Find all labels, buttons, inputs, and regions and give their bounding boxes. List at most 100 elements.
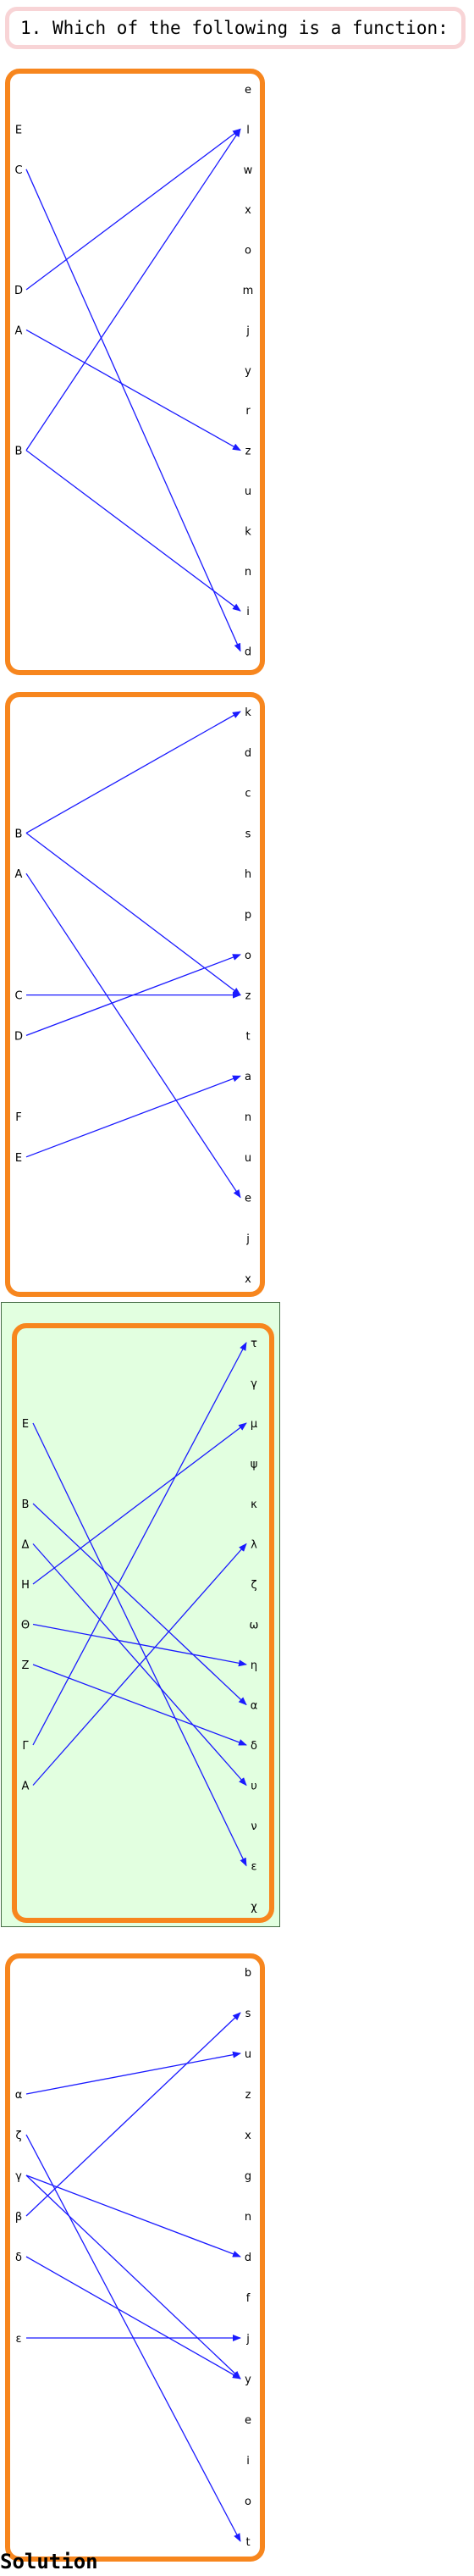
codomain-label: i	[246, 2455, 250, 2468]
codomain-label: j	[245, 1233, 250, 1245]
codomain-label: g	[245, 2170, 251, 2183]
codomain-label: e	[245, 1193, 251, 1205]
codomain-label: o	[245, 245, 251, 258]
mapping-arrow	[25, 450, 241, 612]
mapping-arrow	[25, 832, 241, 996]
codomain-label: j	[245, 324, 250, 337]
codomain-label: h	[245, 868, 251, 881]
codomain-label: u	[245, 1152, 251, 1165]
codomain-label: t	[245, 2536, 250, 2549]
codomain-label: λ	[251, 1539, 257, 1552]
domain-label: A	[15, 868, 23, 881]
domain-label: Δ	[22, 1539, 30, 1552]
domain-label: γ	[15, 2170, 22, 2183]
domain-label: F	[15, 1111, 21, 1124]
codomain-label: ω	[250, 1620, 259, 1632]
mapping-arrow	[25, 2174, 241, 2379]
codomain-label: o	[245, 950, 251, 962]
domain-label: Α	[22, 1781, 30, 1793]
codomain-label: δ	[251, 1740, 257, 1753]
codomain-label: t	[245, 1030, 250, 1043]
codomain-label: s	[245, 2008, 251, 2020]
domain-label: Ε	[22, 1418, 29, 1431]
codomain-label: μ	[251, 1418, 257, 1431]
codomain-label: n	[245, 566, 251, 579]
domain-label: α	[15, 2089, 23, 2102]
codomain-label: w	[244, 164, 253, 177]
domain-label: E	[15, 1152, 22, 1165]
mapping-arrow	[25, 954, 241, 1037]
question-number: 1.	[20, 18, 42, 38]
mapping-arrow	[25, 128, 241, 291]
domain-label: β	[15, 2211, 22, 2224]
codomain-label: p	[245, 909, 251, 922]
codomain-label: ν	[251, 1820, 256, 1833]
mapping-arrow	[32, 1664, 247, 1746]
codomain-label: e	[245, 2414, 251, 2427]
option-frame	[12, 1323, 274, 1923]
codomain-label: k	[245, 525, 251, 538]
option-frame	[5, 1953, 265, 2562]
codomain-label: u	[245, 485, 251, 498]
domain-label: E	[15, 124, 22, 136]
question-text: Which of the following is a function:	[52, 18, 449, 38]
codomain-label: d	[245, 646, 251, 659]
domain-label: B	[15, 446, 23, 458]
domain-label: C	[14, 990, 22, 1003]
solution-label: Solution	[0, 2550, 98, 2573]
mapping-arrow	[25, 2256, 241, 2379]
codomain-label: y	[245, 365, 251, 378]
codomain-label: i	[246, 606, 250, 618]
codomain-label: x	[245, 1273, 251, 1286]
mapping-arrow	[25, 2174, 241, 2257]
domain-label: B	[15, 828, 23, 840]
domain-label: D	[14, 1030, 23, 1043]
codomain-label: η	[251, 1659, 257, 1672]
option-frame	[5, 692, 265, 1297]
codomain-label: κ	[251, 1499, 257, 1511]
domain-label: D	[14, 285, 23, 297]
mapping-arrow	[25, 2012, 241, 2217]
codomain-label: o	[245, 2496, 251, 2508]
codomain-label: s	[245, 828, 251, 840]
codomain-label: x	[245, 204, 251, 217]
codomain-label: y	[245, 2374, 251, 2386]
codomain-label: m	[243, 285, 254, 297]
mapping-arrow	[25, 1075, 241, 1158]
domain-label: δ	[15, 2252, 22, 2264]
codomain-label: n	[245, 2211, 251, 2224]
codomain-label: x	[245, 2130, 251, 2142]
codomain-label: d	[245, 2252, 251, 2264]
codomain-label: e	[245, 84, 251, 97]
codomain-label: z	[245, 990, 251, 1003]
domain-label: A	[15, 324, 23, 337]
mapping-arrow	[32, 1342, 247, 1746]
mapping-arrow	[25, 873, 241, 1199]
mapping-arrow	[25, 711, 241, 834]
codomain-label: z	[245, 2089, 251, 2102]
mapping-arrow	[32, 1623, 247, 1667]
option-frame	[5, 69, 265, 675]
codomain-label: l	[246, 124, 250, 136]
codomain-label: α	[251, 1700, 258, 1713]
codomain-label: c	[245, 788, 251, 800]
domain-label: ε	[15, 2333, 21, 2346]
codomain-label: b	[245, 1967, 251, 1980]
codomain-label: a	[245, 1071, 251, 1083]
codomain-label: j	[245, 2333, 250, 2346]
codomain-label: ε	[251, 1861, 256, 1874]
mapping-arrow	[32, 1422, 247, 1585]
mapping-arrow	[25, 329, 241, 451]
codomain-label: z	[245, 446, 251, 458]
codomain-label: u	[245, 2048, 251, 2061]
codomain-label: n	[245, 1111, 251, 1124]
domain-label: Β	[22, 1499, 30, 1511]
mapping-arrow	[25, 2051, 241, 2095]
question-box: 1. Which of the following is a function:	[5, 7, 466, 49]
codomain-label: υ	[251, 1781, 257, 1793]
domain-label: ζ	[15, 2130, 21, 2142]
